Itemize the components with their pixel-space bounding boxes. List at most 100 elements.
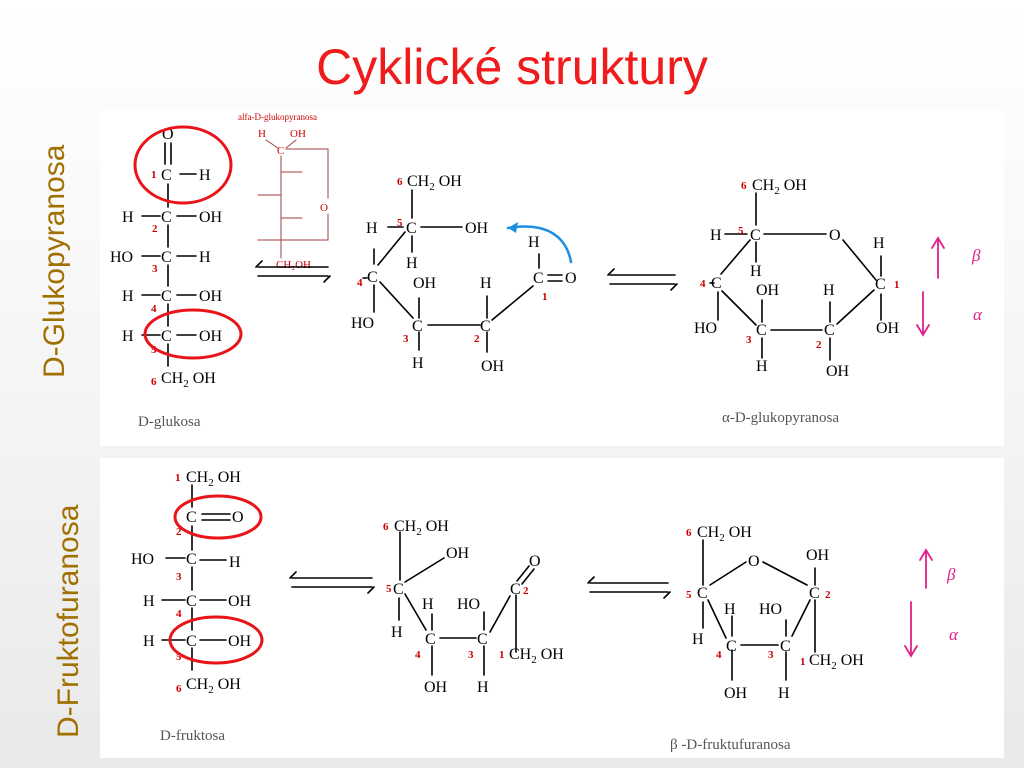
svg-text:H: H — [412, 355, 424, 372]
svg-text:H: H — [422, 596, 434, 613]
svg-text:C: C — [186, 633, 197, 650]
svg-text:CH2 OH: CH2 OH — [394, 518, 449, 538]
svg-text:C: C — [161, 328, 172, 345]
svg-text:4: 4 — [716, 649, 722, 661]
svg-text:O: O — [748, 553, 760, 570]
svg-text:H: H — [724, 601, 736, 618]
svg-text:OH: OH — [724, 685, 748, 702]
svg-text:C: C — [161, 288, 172, 305]
svg-text:3: 3 — [403, 333, 409, 345]
alpha-label-fructose: α — [949, 625, 959, 644]
svg-text:OH: OH — [228, 633, 252, 650]
svg-text:H: H — [778, 685, 790, 702]
svg-text:H: H — [258, 128, 266, 140]
svg-text:OH: OH — [199, 328, 223, 345]
svg-text:C: C — [533, 270, 544, 287]
svg-text:1: 1 — [499, 649, 505, 661]
fructose-highlight-circles — [168, 494, 264, 665]
svg-text:C: C — [809, 585, 820, 602]
svg-text:5: 5 — [686, 589, 692, 601]
svg-text:2: 2 — [816, 339, 822, 351]
fructose-anomer-arrows — [904, 548, 933, 658]
svg-text:1: 1 — [894, 279, 900, 291]
svg-text:C: C — [697, 585, 708, 602]
svg-text:C: C — [367, 269, 378, 286]
svg-text:4: 4 — [357, 277, 363, 289]
svg-text:OH: OH — [465, 220, 489, 237]
svg-text:3: 3 — [152, 263, 158, 275]
svg-text:2: 2 — [825, 589, 831, 601]
svg-text:5: 5 — [386, 583, 392, 595]
svg-text:HO: HO — [110, 249, 133, 266]
svg-text:H: H — [710, 227, 722, 244]
svg-text:1: 1 — [542, 291, 548, 303]
svg-text:3: 3 — [176, 571, 182, 583]
fructose-open-chain-bonds — [398, 531, 535, 676]
glucose-inset: alfa-D-glukopyranosa H OH C O CH₂OH — [238, 112, 329, 271]
svg-text:C: C — [875, 276, 886, 293]
svg-text:C: C — [186, 593, 197, 610]
svg-text:H: H — [823, 282, 835, 299]
fructofuranose-numbers: 654 312 — [686, 527, 831, 668]
fructose-carbon-numbers: 123 456 — [175, 472, 182, 695]
svg-text:O: O — [162, 126, 174, 143]
svg-text:C: C — [161, 209, 172, 226]
svg-text:OH: OH — [806, 547, 830, 564]
svg-text:C: C — [412, 318, 423, 335]
svg-text:O: O — [320, 202, 328, 214]
svg-text:OH: OH — [756, 282, 780, 299]
svg-text:H: H — [477, 679, 489, 696]
svg-text:C: C — [277, 145, 284, 157]
svg-text:4: 4 — [415, 649, 421, 661]
svg-text:H: H — [143, 593, 155, 610]
svg-text:OH: OH — [424, 679, 448, 696]
svg-text:H: H — [756, 358, 768, 375]
svg-text:6: 6 — [383, 521, 389, 533]
glucose-open-chain-bonds — [362, 189, 563, 353]
equilibrium-arrow-1 — [255, 260, 331, 283]
slide-title: Cyklické struktury — [316, 39, 708, 95]
svg-text:C: C — [726, 638, 737, 655]
glucose-name: D-glukosa — [138, 414, 201, 430]
svg-text:C: C — [186, 551, 197, 568]
svg-text:H: H — [528, 234, 540, 251]
svg-text:6: 6 — [151, 376, 157, 388]
svg-text:CH2 OH: CH2 OH — [809, 652, 864, 672]
svg-text:4: 4 — [151, 303, 157, 315]
side-label-glukopyranosa: D-Glukopyranosa — [38, 144, 71, 378]
svg-text:H: H — [480, 275, 492, 292]
svg-text:H: H — [122, 288, 134, 305]
equilibrium-arrow-2 — [607, 268, 678, 291]
svg-text:CH₂OH: CH₂OH — [276, 259, 311, 271]
beta-label-fructose: β — [946, 565, 956, 584]
svg-text:2: 2 — [523, 585, 529, 597]
svg-text:H: H — [122, 209, 134, 226]
fructofuranose-name: β -D-fruktufuranosa — [670, 737, 791, 753]
svg-text:H: H — [199, 167, 211, 184]
svg-text:OH: OH — [446, 545, 470, 562]
svg-text:5: 5 — [151, 344, 157, 356]
glucose-carbon-numbers: 123 456 — [151, 169, 158, 388]
inset-caption: alfa-D-glukopyranosa — [238, 112, 317, 122]
svg-text:HO: HO — [457, 596, 480, 613]
svg-text:OH: OH — [481, 358, 505, 375]
svg-text:OH: OH — [228, 593, 252, 610]
fructofuranose-bonds — [702, 539, 816, 681]
alpha-label: α — [973, 305, 983, 324]
svg-text:H: H — [199, 249, 211, 266]
svg-text:C: C — [161, 167, 172, 184]
svg-text:1: 1 — [175, 472, 181, 484]
svg-text:CH2 OH: CH2 OH — [509, 646, 564, 666]
svg-text:H: H — [750, 263, 762, 280]
svg-text:C: C — [780, 638, 791, 655]
svg-text:OH: OH — [826, 363, 850, 380]
svg-text:C: C — [824, 322, 835, 339]
